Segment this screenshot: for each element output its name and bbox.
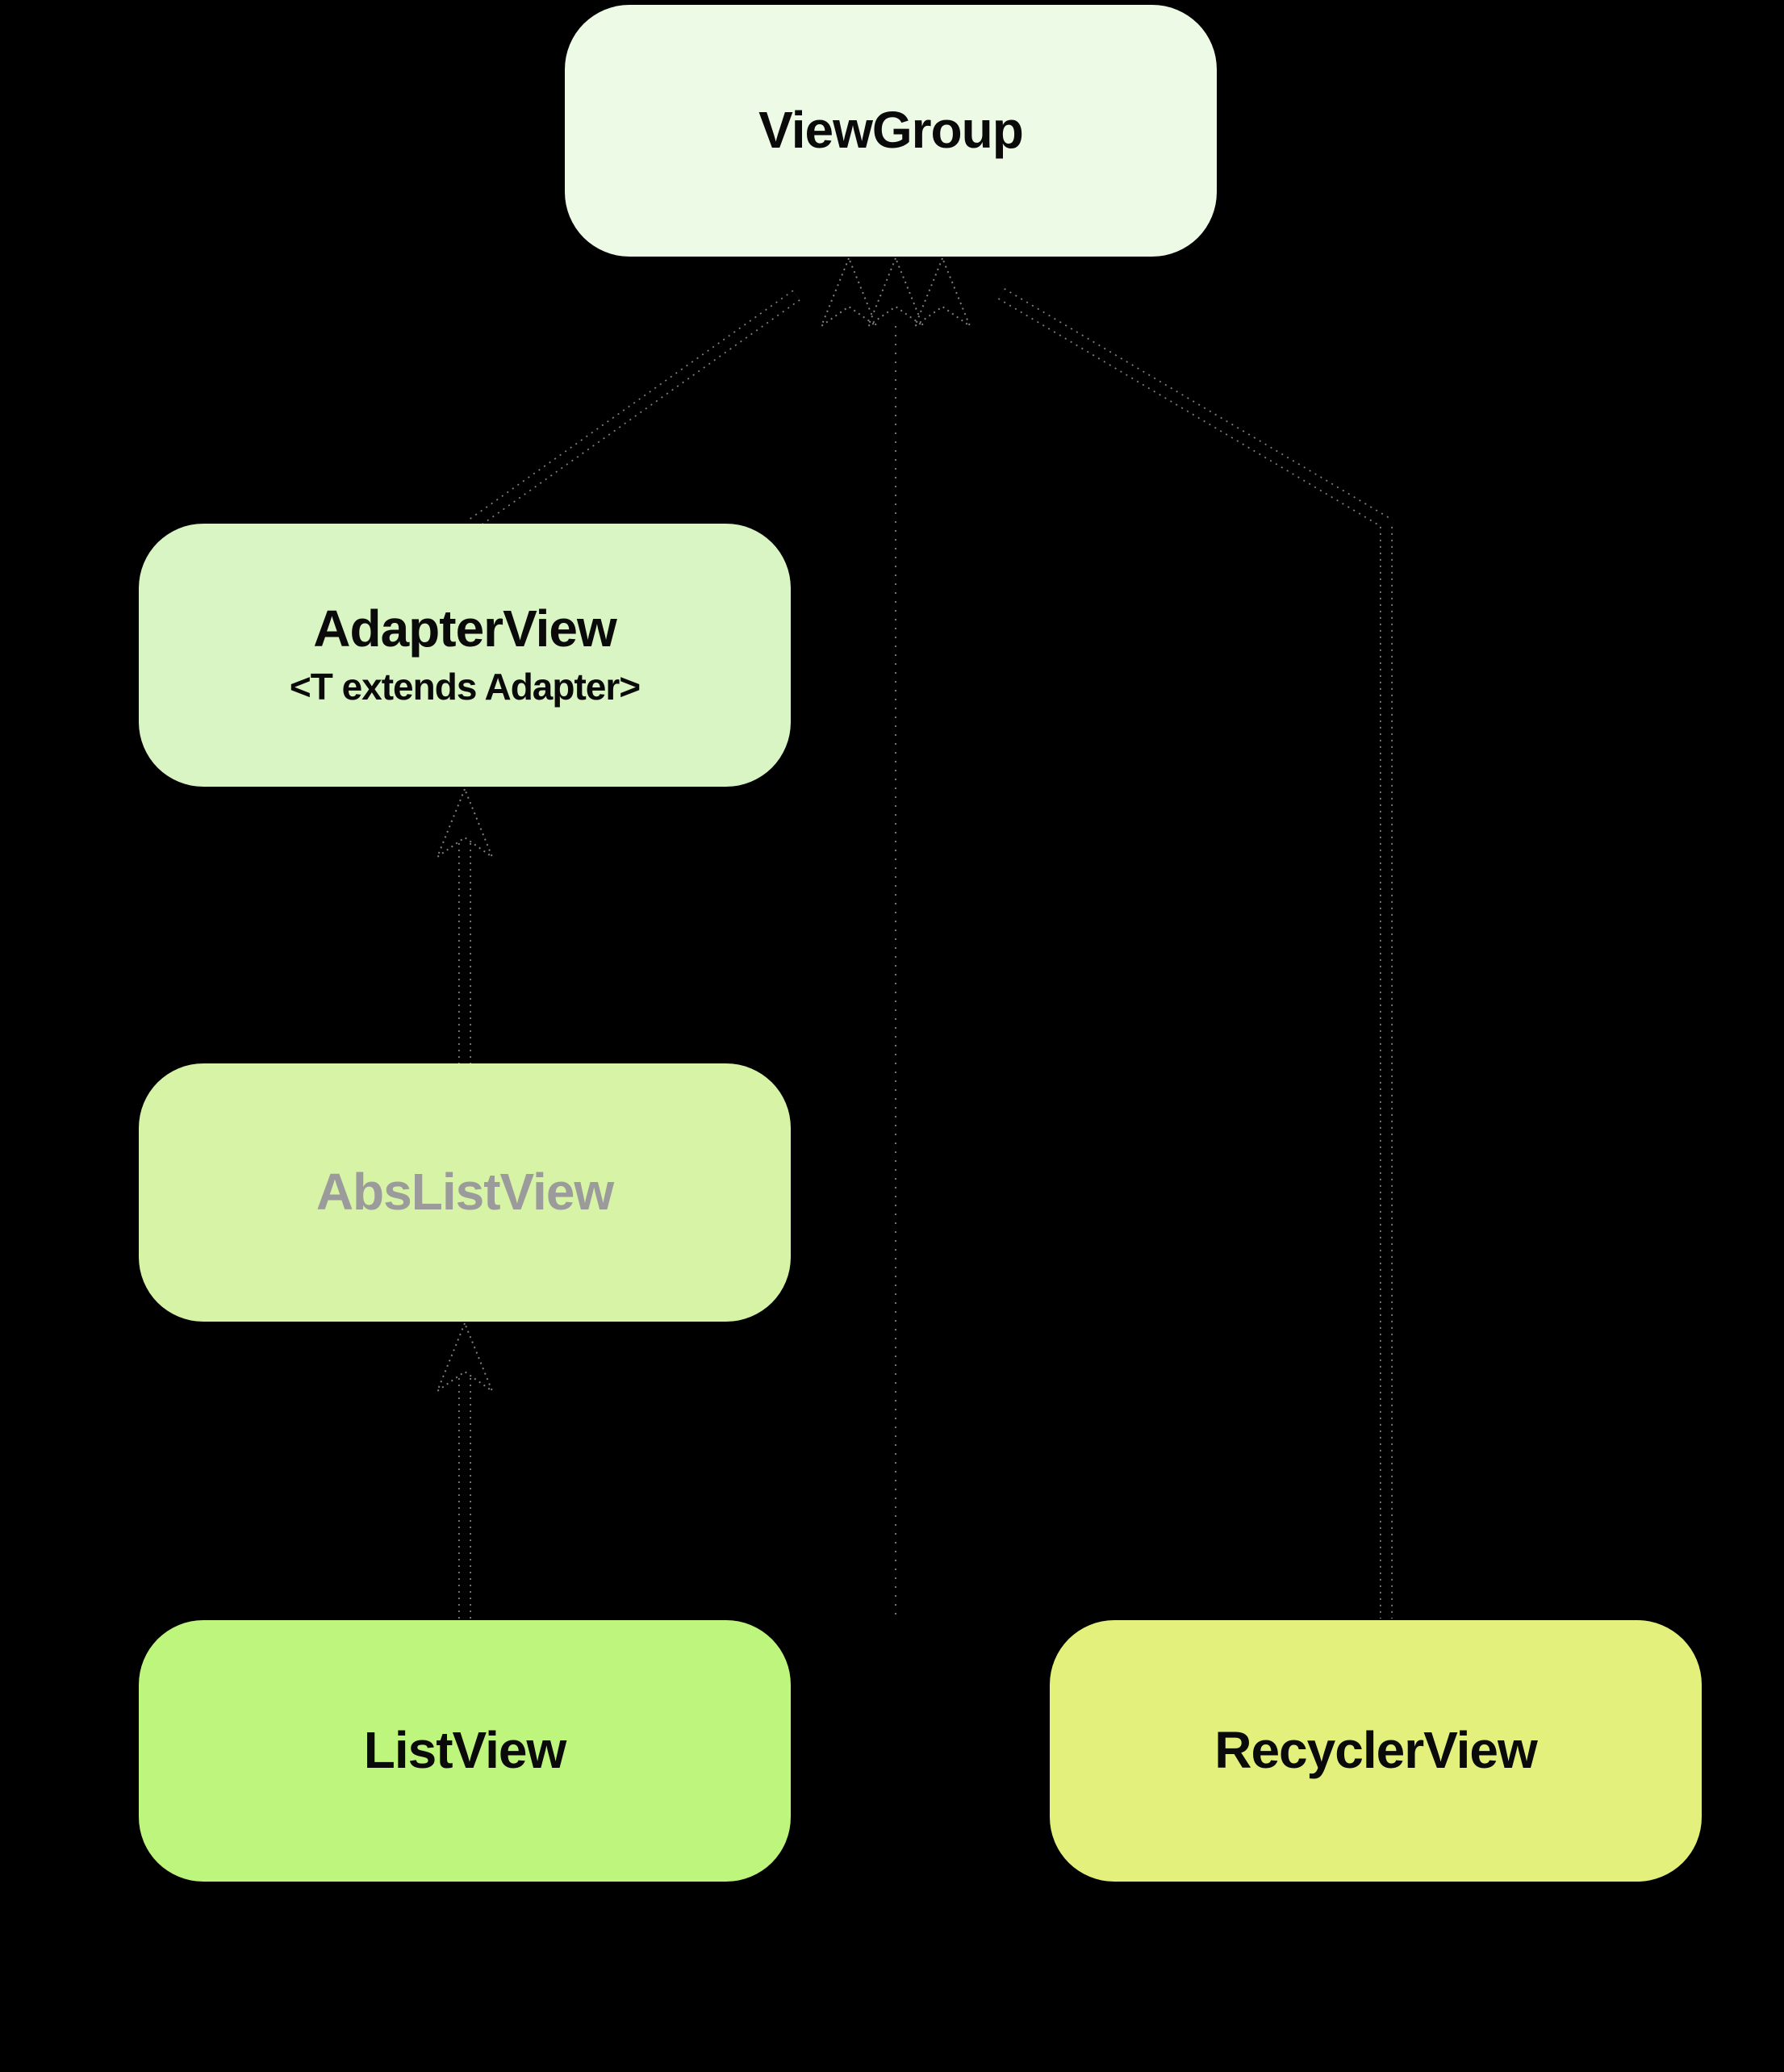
node-label: AbsListView — [315, 1163, 614, 1222]
arrow-center-dotted-to-viewgroup — [866, 256, 925, 1617]
node-label: RecyclerView — [1214, 1721, 1538, 1780]
arrowhead-icon — [866, 256, 925, 328]
node-label: ListView — [363, 1721, 566, 1780]
node-label: ViewGroup — [758, 101, 1024, 160]
node-listview: ListView — [139, 1620, 791, 1882]
arrowhead-icon — [435, 1321, 495, 1393]
node-abslistview: AbsListView — [139, 1063, 791, 1322]
arrow-adapterview-to-viewgroup — [468, 256, 879, 530]
node-label: AdapterView — [313, 599, 616, 658]
node-adapterview: AdapterView <T extends Adapter> — [139, 524, 791, 787]
node-viewgroup: ViewGroup — [565, 5, 1217, 257]
arrow-listview-to-abslistview — [435, 1321, 495, 1622]
node-recyclerview: RecyclerView — [1050, 1620, 1702, 1882]
arrowhead-icon — [913, 256, 972, 328]
arrowhead-icon — [435, 787, 495, 859]
node-sublabel: <T extends Adapter> — [289, 665, 641, 708]
arrow-abslistview-to-adapterview — [435, 787, 495, 1065]
arrow-recyclerview-to-viewgroup — [913, 256, 1393, 1619]
arrowhead-icon — [819, 256, 879, 328]
